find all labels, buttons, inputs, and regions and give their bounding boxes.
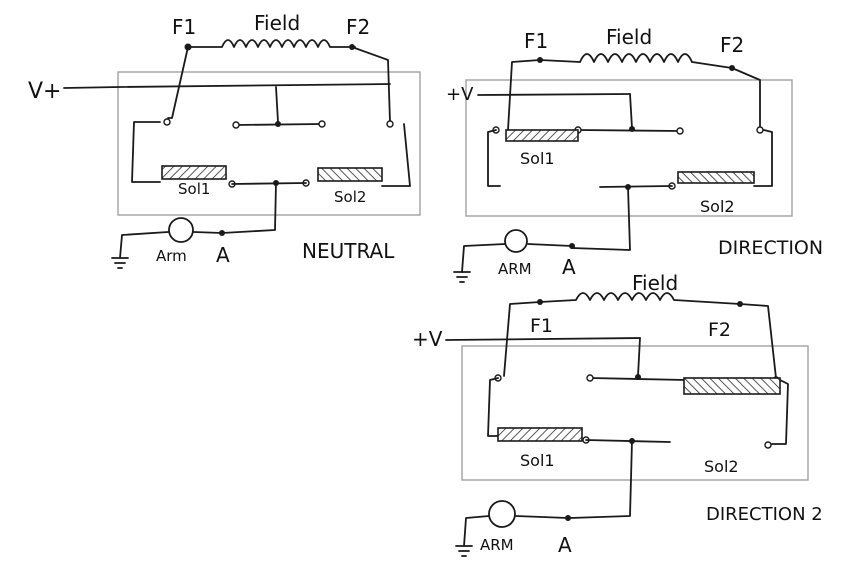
direction1-sol2-label: Sol2 bbox=[700, 197, 735, 216]
direction1-f2-wire bbox=[731, 67, 761, 131]
neutral-contact bbox=[275, 121, 281, 127]
diagram-neutral: V+ F1 Field F2 Sol1 Sol2 Arm A NEUTRAL bbox=[28, 11, 421, 269]
neutral-f2-label: F2 bbox=[346, 15, 370, 39]
direction2-contact bbox=[586, 374, 594, 382]
direction1-contact bbox=[756, 126, 764, 134]
direction2-f1-wire bbox=[503, 301, 541, 377]
direction2-contact bbox=[635, 374, 641, 380]
neutral-field-label: Field bbox=[254, 11, 300, 35]
neutral-bottom-bar bbox=[231, 182, 307, 185]
direction1-right-loop bbox=[753, 129, 773, 187]
direction1-supply-label: +V bbox=[446, 84, 474, 105]
neutral-field-coil bbox=[189, 39, 356, 48]
neutral-sol2-label: Sol2 bbox=[334, 188, 366, 206]
neutral-f2-wire bbox=[351, 46, 391, 123]
neutral-a-label: A bbox=[216, 243, 230, 267]
direction2-sol2-label: Sol2 bbox=[704, 457, 739, 476]
direction1-title: DIRECTION bbox=[718, 237, 823, 259]
direction2-armature bbox=[488, 500, 516, 528]
direction2-right-loop bbox=[771, 379, 789, 445]
direction1-field-label: Field bbox=[606, 25, 652, 49]
neutral-contact bbox=[318, 120, 326, 128]
neutral-title: NEUTRAL bbox=[302, 239, 395, 263]
neutral-right-loop bbox=[381, 123, 411, 187]
direction2-bottom-bar bbox=[585, 439, 671, 443]
neutral-armature bbox=[168, 217, 194, 243]
direction2-field-coil bbox=[539, 292, 741, 305]
direction1-sol1-bar bbox=[505, 129, 579, 142]
direction1-sol2-bar bbox=[677, 171, 755, 184]
direction2-f2-label: F2 bbox=[708, 319, 731, 341]
direction2-left-loop bbox=[487, 377, 501, 437]
direction1-sol1-label: Sol1 bbox=[520, 149, 555, 168]
neutral-sol2-bar bbox=[317, 167, 383, 182]
direction2-f2-wire bbox=[739, 303, 777, 379]
direction1-common-top bbox=[629, 93, 633, 129]
neutral-sol1-bar bbox=[161, 165, 227, 180]
neutral-f1-label: F1 bbox=[172, 15, 196, 39]
neutral-f1-wire bbox=[167, 46, 189, 119]
direction1-a-wire bbox=[527, 243, 573, 247]
direction1-ground-icon bbox=[453, 271, 471, 283]
neutral-contact bbox=[232, 121, 240, 129]
neutral-contact bbox=[386, 120, 394, 128]
direction2-a-wire bbox=[515, 515, 569, 519]
direction2-common-top bbox=[637, 337, 641, 377]
neutral-sol1-label: Sol1 bbox=[178, 180, 210, 198]
direction2-relay-frame bbox=[461, 345, 809, 481]
direction1-bottom-bar bbox=[599, 185, 673, 188]
neutral-supply-label: V+ bbox=[28, 79, 61, 104]
diagram-direction2: +V F1 Field F2 Sol1 Sol2 ARM A DIRECTION… bbox=[412, 271, 823, 557]
direction2-sol1-bar bbox=[497, 427, 583, 442]
neutral-a-wire bbox=[193, 231, 223, 234]
direction1-armature bbox=[504, 229, 528, 253]
neutral-left-loop bbox=[131, 121, 161, 183]
direction1-supply-line bbox=[477, 93, 631, 96]
neutral-arm-wire bbox=[221, 182, 277, 234]
direction2-arm-label: ARM bbox=[480, 536, 514, 554]
neutral-supply-line bbox=[63, 83, 391, 89]
neutral-ground-icon bbox=[111, 257, 129, 269]
direction1-f2-label: F2 bbox=[720, 33, 744, 57]
direction2-sol1-label: Sol1 bbox=[520, 451, 555, 470]
neutral-relay-frame bbox=[117, 71, 421, 216]
direction1-arm-label: ARM bbox=[498, 260, 532, 278]
direction2-f1-label: F1 bbox=[530, 315, 553, 337]
neutral-arm-label: Arm bbox=[156, 247, 187, 265]
direction1-arm-wire bbox=[571, 186, 631, 251]
neutral-common-top bbox=[275, 86, 279, 123]
neutral-contact bbox=[163, 118, 171, 126]
direction1-top-bar bbox=[577, 129, 681, 132]
diagram-direction1: +V F1 Field F2 Sol1 Sol2 ARM A DIRECTION bbox=[446, 25, 823, 283]
neutral-ground-wire bbox=[119, 231, 169, 259]
direction1-ground-wire bbox=[461, 243, 506, 273]
direction2-contact bbox=[764, 441, 772, 449]
direction1-left-loop bbox=[487, 129, 501, 187]
direction2-field-label: Field bbox=[632, 271, 678, 295]
direction2-supply-line bbox=[445, 337, 641, 341]
direction2-ground-wire bbox=[463, 515, 490, 547]
direction2-title: DIRECTION 2 bbox=[706, 504, 823, 525]
direction1-f1-label: F1 bbox=[524, 29, 548, 53]
direction1-field-coil bbox=[539, 53, 733, 69]
direction1-f1-wire bbox=[507, 59, 541, 131]
direction2-arm-wire bbox=[569, 440, 633, 519]
direction2-supply-label: +V bbox=[412, 327, 443, 351]
direction1-contact bbox=[629, 126, 635, 132]
direction2-ground-icon bbox=[455, 545, 473, 557]
direction2-sol2-bar bbox=[683, 377, 781, 395]
direction2-a-label: A bbox=[558, 533, 572, 557]
direction1-contact bbox=[676, 127, 684, 135]
direction1-a-label: A bbox=[562, 255, 576, 279]
